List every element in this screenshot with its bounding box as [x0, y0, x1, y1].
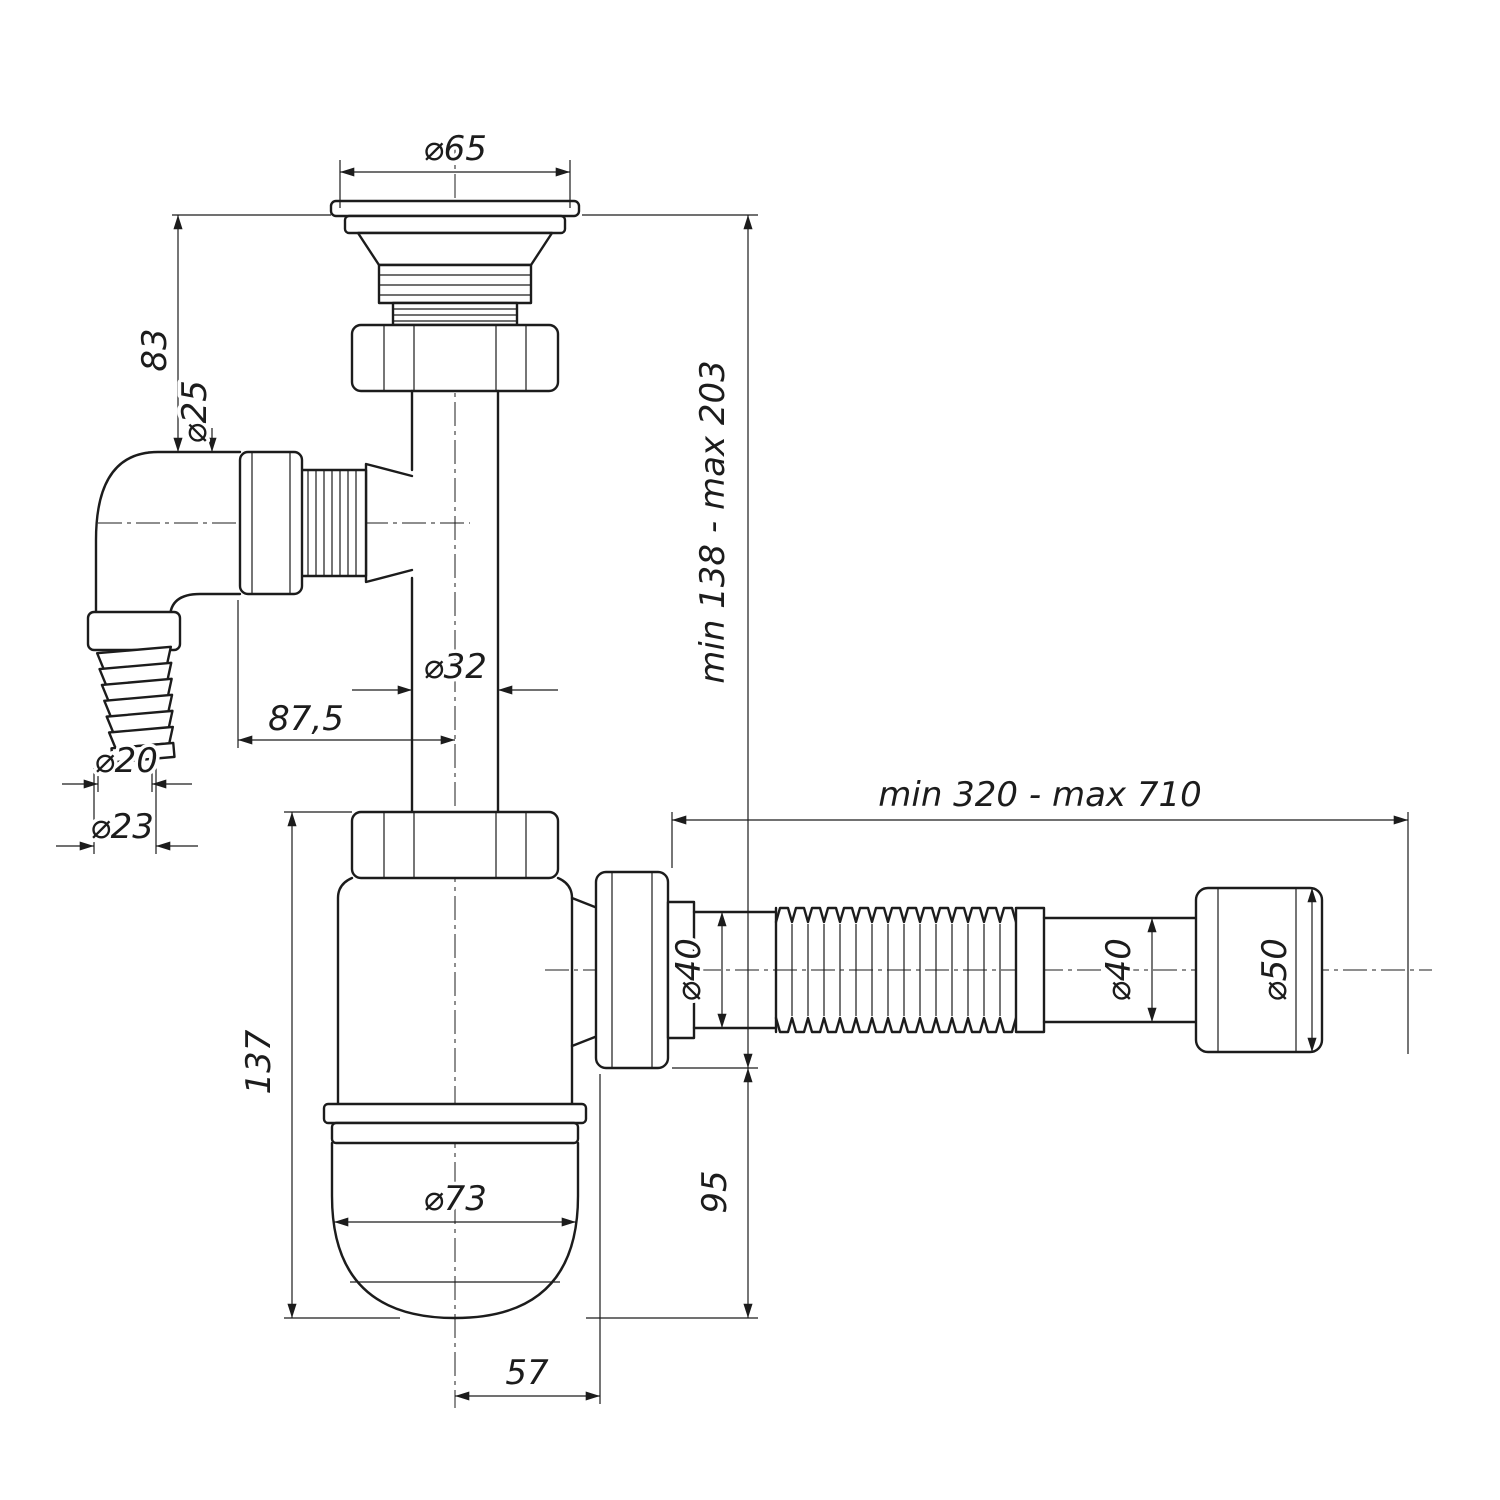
end-fitting-lines	[1217, 888, 1297, 1052]
label-dim57: 57	[505, 1353, 549, 1393]
label-dim137: 137	[239, 1029, 279, 1094]
branch-nut	[238, 450, 304, 596]
flange-thread-neck	[391, 301, 519, 327]
top-union-nut	[350, 323, 560, 393]
label-d20: ⌀20	[94, 741, 158, 781]
vertical-pipe	[410, 389, 500, 814]
corrugation-ribs	[791, 924, 1001, 1016]
branch-thread-lines	[307, 470, 357, 576]
flange-taper	[356, 231, 554, 267]
trap-body	[322, 876, 588, 1320]
cup-flange-upper	[322, 1102, 588, 1125]
corrugation-bottom	[774, 1016, 1018, 1034]
label-d65: ⌀65	[423, 129, 487, 169]
label-dim875: 87,5	[268, 699, 344, 739]
branch-thread	[298, 468, 368, 578]
branch-nut-facets	[251, 452, 291, 594]
hose-barb	[95, 645, 176, 764]
cup-flange-lower	[330, 1121, 580, 1145]
dimensions	[56, 160, 1409, 1404]
label-dim95: 95	[695, 1170, 735, 1213]
d23-extension-lines	[93, 768, 157, 854]
elbow	[94, 450, 242, 620]
dim83-extension-lines	[148, 214, 331, 453]
smooth-pipe	[1042, 916, 1198, 1024]
elbow-collar	[86, 610, 182, 652]
bottom-nut-body	[350, 810, 560, 880]
label-d32: ⌀32	[423, 647, 487, 687]
outlet-nut-facets	[611, 872, 653, 1068]
top-nut-body	[350, 323, 560, 393]
inlet-branch	[86, 450, 414, 764]
label-d73: ⌀73	[423, 1179, 487, 1219]
label-d40a: ⌀40	[669, 938, 709, 1002]
top-nut-facets	[383, 325, 527, 391]
outlet-nut	[594, 870, 670, 1070]
dimension-labels: ⌀65 83 ⌀25 ⌀32 87,5 ⌀20 ⌀23 min 138 - ma…	[87, 126, 1299, 1397]
barb-ridges	[95, 645, 175, 750]
smooth-pipe-cuff	[1014, 906, 1046, 1034]
drain-flange	[329, 199, 581, 327]
outlet-collar	[666, 900, 696, 1040]
label-height-range: min 138 - max 203	[693, 360, 733, 683]
outlet-pipe-stub	[692, 906, 778, 1034]
flange-thread-lines	[393, 308, 517, 322]
label-d40b: ⌀40	[1099, 938, 1139, 1002]
trap-cup	[330, 1141, 580, 1320]
corrugation-top	[774, 906, 1018, 924]
end-fitting	[1194, 886, 1324, 1054]
flange-top-plate	[329, 199, 581, 218]
bottom-union-nut	[350, 810, 560, 880]
flange-second-plate	[343, 214, 567, 235]
label-d25: ⌀25	[175, 380, 215, 444]
barb-tip	[110, 741, 176, 764]
label-d23: ⌀23	[90, 807, 154, 847]
centerlines	[98, 136, 1432, 1408]
dim137-extension-lines	[284, 811, 400, 1319]
flange-body	[377, 263, 533, 305]
bottom-nut-facets	[383, 812, 527, 878]
label-length-range: min 320 - max 710	[878, 775, 1201, 815]
label-d50: ⌀50	[1255, 938, 1295, 1002]
label-dim83: 83	[135, 328, 175, 371]
flange-body-lines	[379, 274, 531, 296]
outlet-assembly	[570, 870, 1324, 1070]
